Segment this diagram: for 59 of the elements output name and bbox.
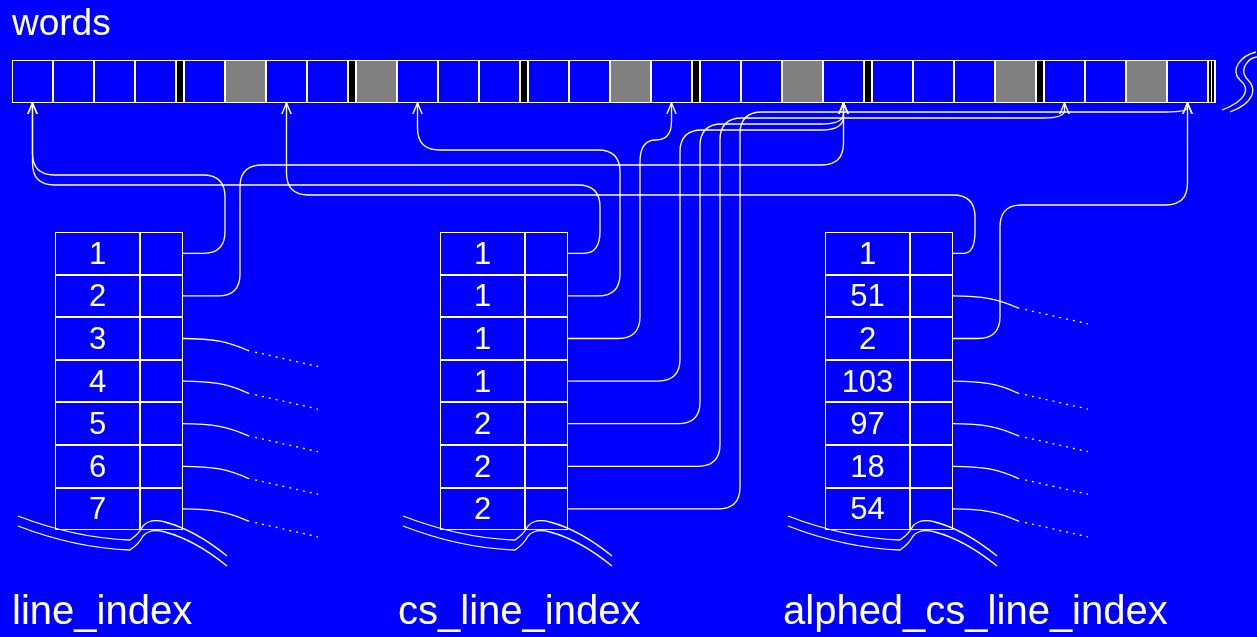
value-cell: 2 bbox=[440, 487, 525, 531]
value-cell: 1 bbox=[440, 359, 525, 403]
pointer-cell bbox=[910, 274, 953, 318]
value-cell: 6 bbox=[55, 445, 140, 488]
arrow bbox=[412, 102, 621, 297]
pointer-cell bbox=[910, 359, 953, 403]
value-cell: 2 bbox=[440, 445, 525, 488]
table-title: cs_line_index bbox=[398, 590, 641, 630]
value-cell: 1 bbox=[55, 232, 140, 275]
value-cell: 2 bbox=[55, 274, 140, 318]
pointer-cell bbox=[140, 274, 183, 318]
value-cell: 5 bbox=[55, 402, 140, 445]
value-cell: 7 bbox=[55, 487, 140, 531]
array-cell bbox=[1167, 60, 1208, 103]
pointer-cell bbox=[525, 274, 568, 318]
value-cell: 2 bbox=[440, 402, 525, 445]
pointer-cell bbox=[525, 232, 568, 275]
value-cell: 3 bbox=[55, 317, 140, 360]
pointer-cell bbox=[910, 232, 953, 275]
array-cell bbox=[12, 60, 53, 103]
array-cell bbox=[397, 60, 438, 103]
pointer-cell bbox=[140, 359, 183, 403]
pointer-cell bbox=[525, 402, 568, 445]
value-cell: 18 bbox=[825, 445, 910, 488]
arrow bbox=[567, 102, 677, 340]
pointer-cell bbox=[140, 487, 183, 531]
pointer-cell bbox=[140, 402, 183, 445]
array-label: words bbox=[12, 4, 111, 41]
pointer-cell bbox=[525, 487, 568, 531]
arrow bbox=[952, 102, 1193, 340]
pointer-cell bbox=[525, 445, 568, 488]
pointer-cell bbox=[525, 317, 568, 360]
value-cell: 1 bbox=[825, 232, 910, 275]
pointer-cell bbox=[910, 487, 953, 531]
value-cell: 1 bbox=[440, 317, 525, 360]
arrow bbox=[567, 102, 1070, 467]
pointer-cell bbox=[140, 445, 183, 488]
value-cell: 51 bbox=[825, 274, 910, 318]
value-cell: 4 bbox=[55, 359, 140, 403]
pointer-cell bbox=[140, 317, 183, 360]
value-cell: 103 bbox=[825, 359, 910, 403]
value-cell: 2 bbox=[825, 317, 910, 360]
value-cell: 97 bbox=[825, 402, 910, 445]
pointer-cell bbox=[910, 402, 953, 445]
pointer-cell bbox=[525, 359, 568, 403]
array-cell bbox=[651, 60, 692, 103]
arrow bbox=[27, 102, 601, 254]
pointer-cell bbox=[140, 232, 183, 275]
array-cell bbox=[1044, 60, 1085, 103]
table-title: alphed_cs_line_index bbox=[783, 590, 1168, 630]
array-cell bbox=[266, 60, 307, 103]
value-cell: 1 bbox=[440, 274, 525, 318]
array-cell bbox=[823, 60, 864, 103]
value-cell: 1 bbox=[440, 232, 525, 275]
pointer-cell bbox=[910, 445, 953, 488]
value-cell: 54 bbox=[825, 487, 910, 531]
table-title: line_index bbox=[12, 590, 193, 630]
pointer-cell bbox=[910, 317, 953, 360]
arrow bbox=[281, 102, 976, 254]
